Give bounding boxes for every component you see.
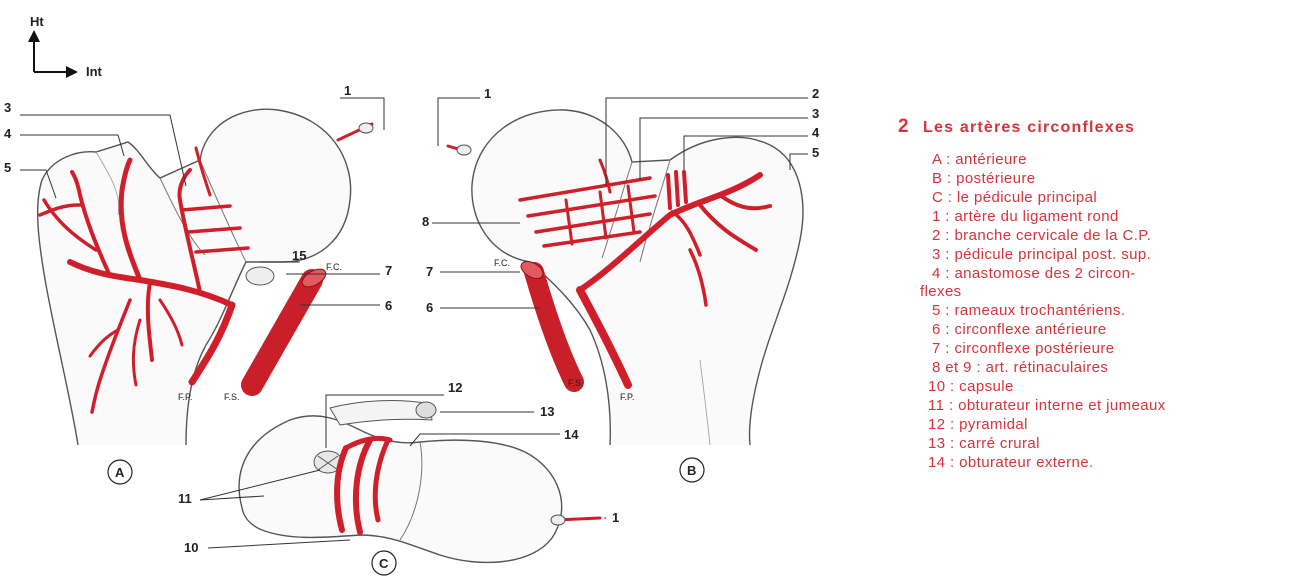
legend-item: 10 : capsule — [928, 378, 1014, 395]
legend-item: C : le pédicule principal — [932, 189, 1097, 206]
label-c-13: 13 — [540, 404, 554, 419]
label-b-6: 6 — [426, 300, 433, 315]
legend-item: 2 : branche cervicale de la C.P. — [932, 227, 1151, 244]
label-c-12: 12 — [448, 380, 462, 395]
label-b-4: 4 — [812, 125, 820, 140]
label-a-fp: F.P. — [178, 392, 192, 402]
label-b-fc: F.C. — [494, 258, 510, 268]
legend-number: 2 — [898, 116, 909, 137]
figure-b: 1 2 3 4 5 8 7 F.C. 6 F.S. F.P. B — [422, 86, 820, 482]
legend-item: flexes — [920, 283, 962, 300]
panel-a-letter: A — [115, 465, 125, 480]
legend-item: 3 : pédicule principal post. sup. — [932, 246, 1151, 263]
legend-item: 8 et 9 : art. rétinaculaires — [932, 359, 1108, 376]
legend-item: 14 : obturateur externe. — [928, 454, 1094, 471]
label-b-8: 8 — [422, 214, 429, 229]
legend-item: 1 : artère du ligament rond — [932, 208, 1119, 225]
legend-item: 7 : circonflexe postérieure — [932, 340, 1115, 357]
label-a-7: 7 — [385, 263, 392, 278]
label-a-6: 6 — [385, 298, 392, 313]
label-c-10: 10 — [184, 540, 198, 555]
femur-b-outline — [472, 110, 803, 445]
label-b-1: 1 — [484, 86, 491, 101]
legend-title: 2 Les artères circonflexes — [898, 116, 1135, 138]
legend-item: 6 : circonflexe antérieure — [932, 321, 1107, 338]
label-b-3: 3 — [812, 106, 819, 121]
orientation-axes: Ht Int — [28, 14, 103, 79]
label-c-11: 11 — [178, 491, 192, 506]
label-a-4: 4 — [4, 126, 12, 141]
legend-item: 12 : pyramidal — [928, 416, 1028, 433]
panel-c-letter: C — [379, 556, 389, 571]
axis-up-label: Ht — [30, 14, 44, 29]
axis-right-label: Int — [86, 64, 103, 79]
legend-item: 5 : rameaux trochantériens. — [932, 302, 1125, 319]
label-b-fp: F.P. — [620, 392, 634, 402]
femur-c-outline — [239, 416, 562, 563]
label-b-2: 2 — [812, 86, 819, 101]
figure-c: 12 13 14 11 10 1 C — [178, 380, 619, 575]
label-c-1: 1 — [612, 510, 619, 525]
label-b-7: 7 — [426, 264, 433, 279]
legend-item: 11 : obturateur interne et jumeaux — [928, 397, 1166, 414]
legend-title-text: Les artères circonflexes — [923, 119, 1135, 136]
label-a-fc: F.C. — [326, 262, 342, 272]
legend-item: 13 : carré crural — [928, 435, 1040, 452]
label-a-3: 3 — [4, 100, 11, 115]
label-a-5: 5 — [4, 160, 11, 175]
panel-b-letter: B — [687, 463, 696, 478]
label-b-5: 5 — [812, 145, 819, 160]
legend-item: B : postérieure — [932, 170, 1036, 187]
label-b-fs: F.S. — [568, 378, 584, 388]
legend-item: 4 : anastomose des 2 circon- — [932, 265, 1136, 282]
label-c-14: 14 — [564, 427, 579, 442]
label-a-1: 1 — [344, 83, 351, 98]
legend-item: A : antérieure — [932, 151, 1027, 168]
label-a-fs: F.S. — [224, 392, 240, 402]
label-a-15: 15 — [292, 248, 306, 263]
